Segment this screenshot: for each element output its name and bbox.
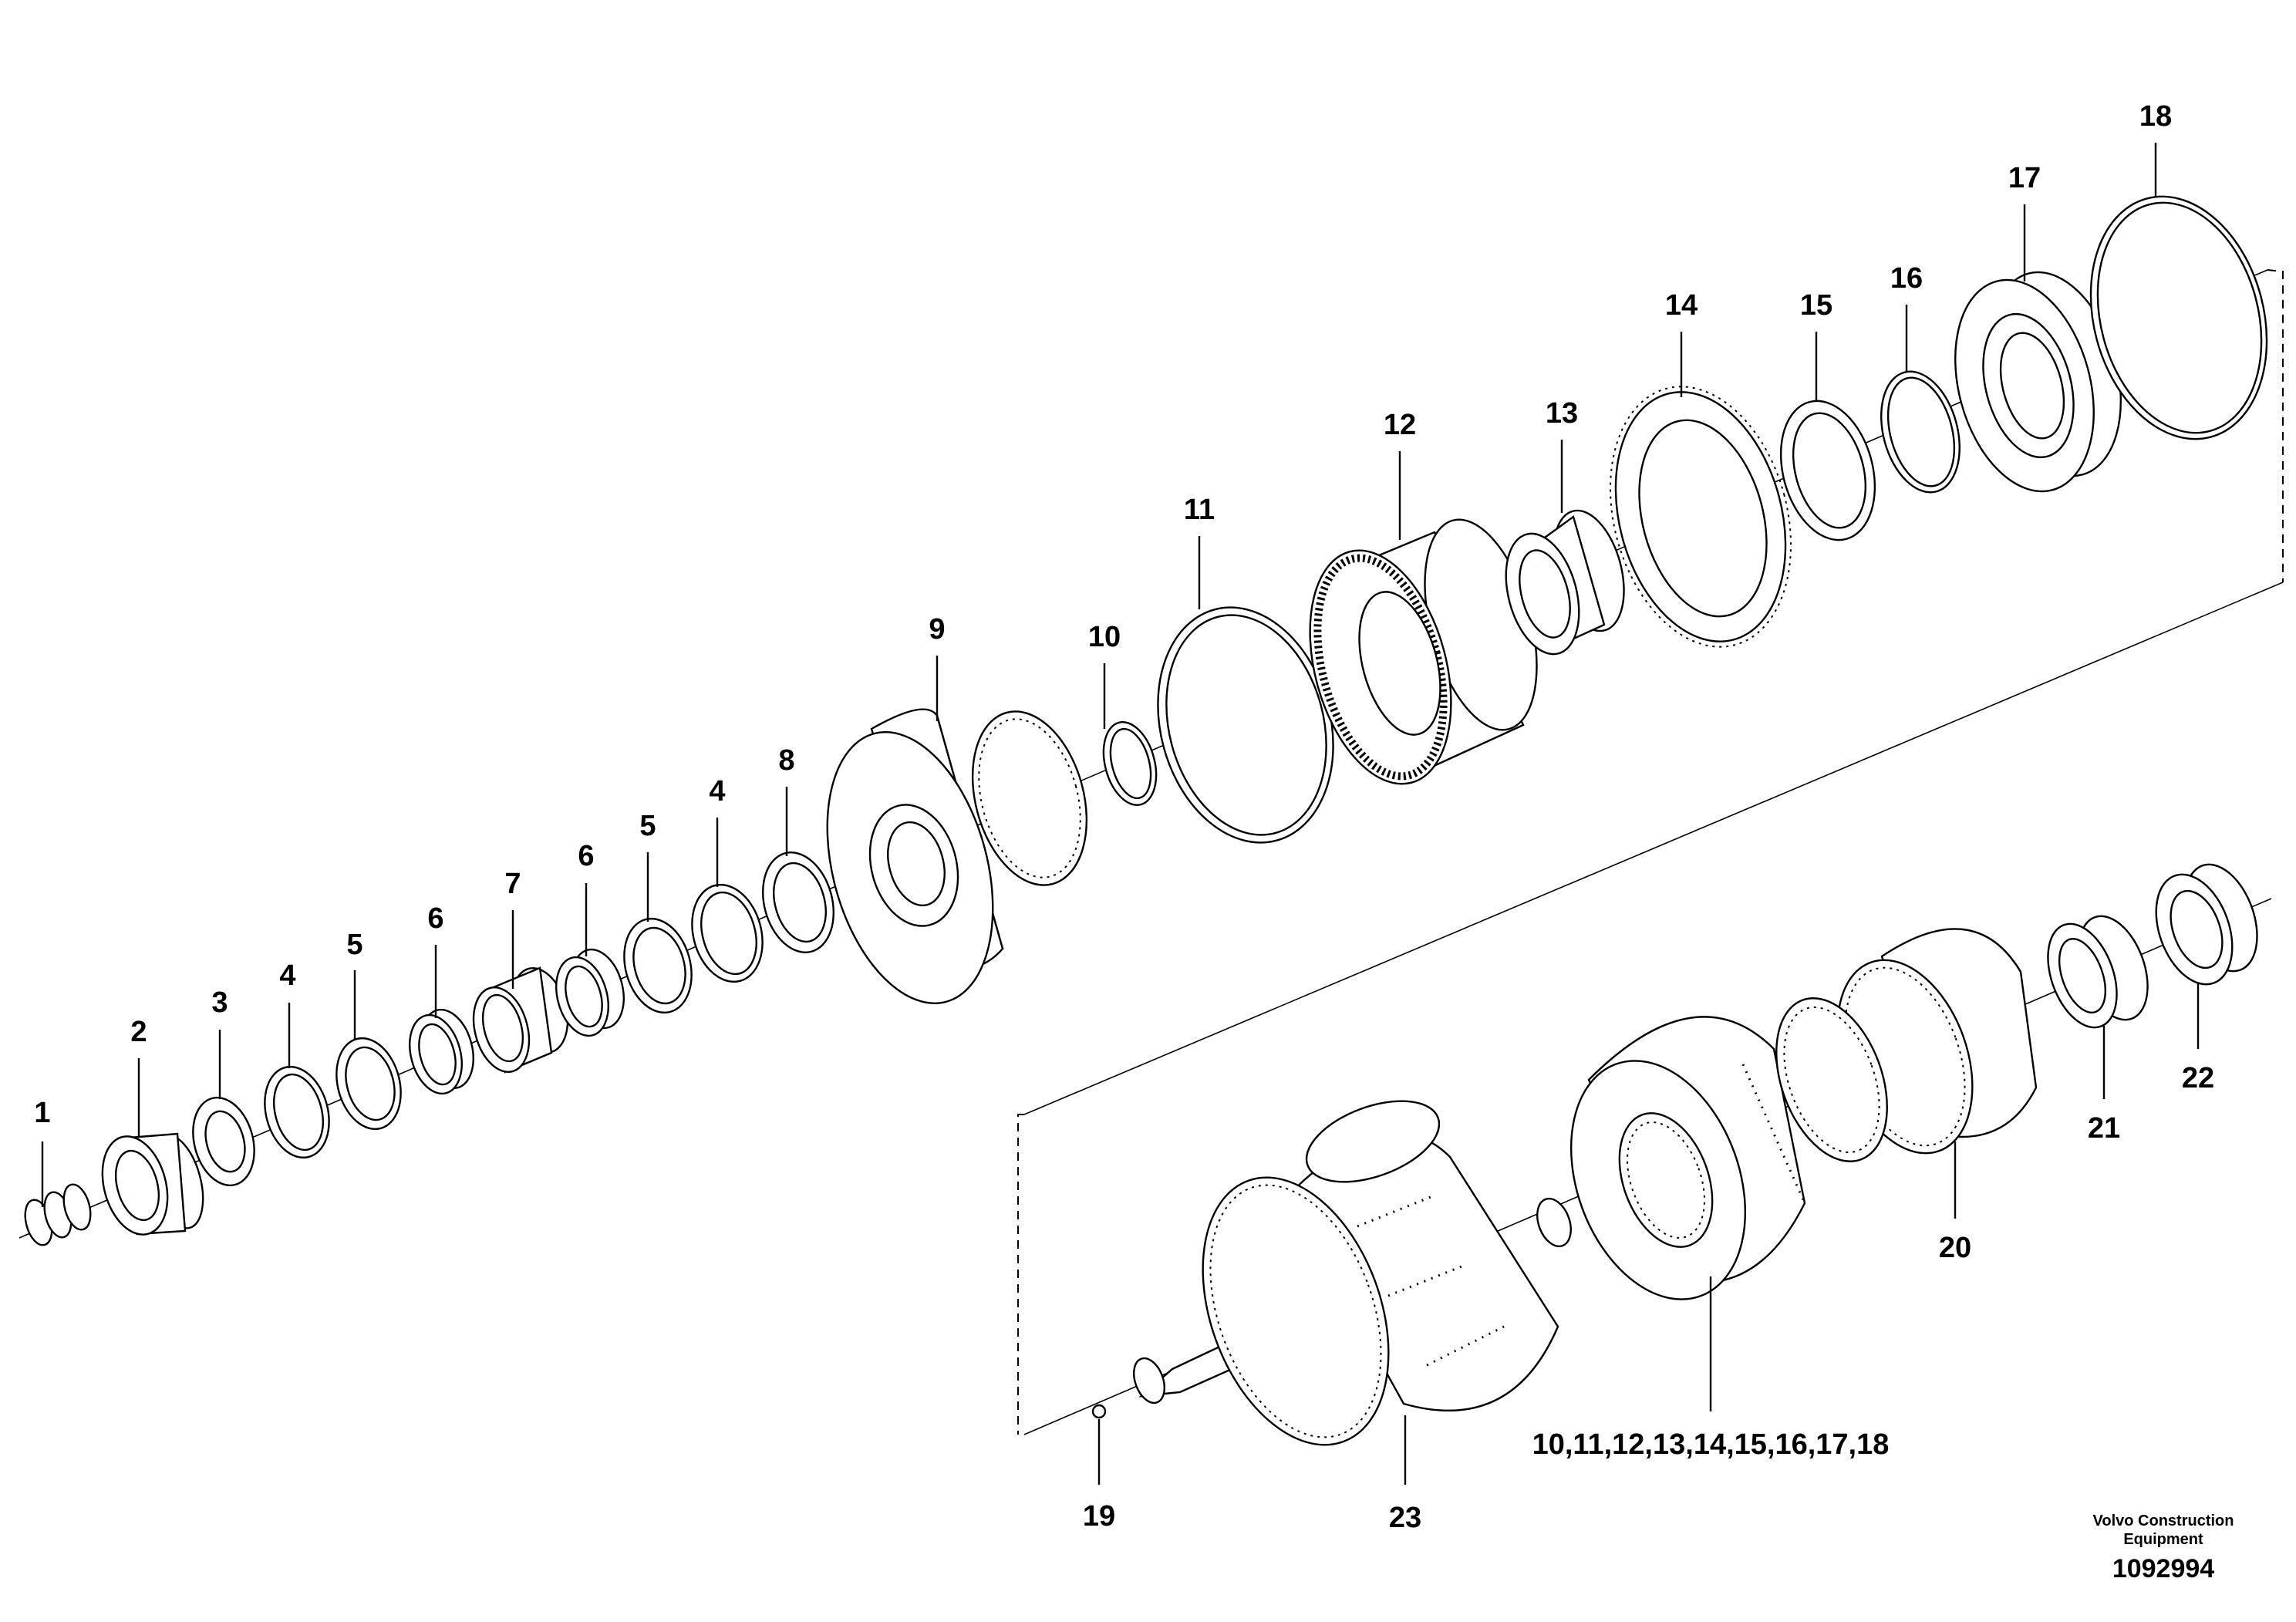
label-9: 9: [929, 613, 945, 646]
label-6b: 6: [578, 840, 594, 872]
dashed-connector: [1017, 269, 2284, 1435]
part-17-piston: [1954, 271, 2122, 493]
label-18: 18: [2139, 100, 2172, 133]
part-6a-bushing: [409, 1008, 474, 1095]
part-1-snap-rings: [24, 1183, 92, 1246]
part-16-o-ring: [1880, 370, 1961, 494]
part-21-bearing: [2047, 915, 2149, 1029]
label-13: 13: [1546, 397, 1578, 430]
label-14: 14: [1665, 289, 1698, 322]
part-22-bearing: [2155, 863, 2258, 986]
label-22: 22: [2182, 1062, 2214, 1094]
part-13-threaded-sleeve: [1505, 509, 1625, 656]
part-19-ball: [1091, 1404, 1107, 1419]
part-4a-ring: [264, 1065, 330, 1159]
leader-lines: [41, 143, 2200, 1485]
label-8: 8: [778, 744, 794, 777]
label-20: 20: [1939, 1232, 1971, 1264]
part-5a-washer: [335, 1037, 402, 1131]
footer-brand: Volvo Construction Equipment 1092994: [2093, 1512, 2234, 1583]
part-18-seal-ring: [2089, 195, 2268, 440]
label-21: 21: [2088, 1112, 2120, 1145]
assembly-10-18-drum: [1569, 1016, 1806, 1300]
label-15: 15: [1800, 289, 1832, 322]
label-17: 17: [2008, 162, 2041, 194]
part-4b-ring: [691, 883, 764, 983]
label-6a: 6: [427, 902, 443, 935]
label-12: 12: [1384, 409, 1416, 441]
part-23-clutch-drum: [1133, 1100, 1572, 1446]
brand-line-2: Equipment: [2123, 1531, 2203, 1548]
part-2-bearing: [101, 1132, 204, 1236]
part-11-large-ring: [1157, 606, 1334, 844]
part-15-washer: [1779, 400, 1876, 541]
part-5b-washer: [623, 917, 693, 1014]
part-6b-bushing: [555, 948, 625, 1037]
label-4a: 4: [279, 959, 295, 992]
label-4b: 4: [709, 775, 725, 808]
part-20-inner-hub: [1775, 928, 2038, 1162]
brand-line-1: Volvo Construction: [2093, 1512, 2234, 1529]
part-9-gear-hub: [826, 708, 1088, 1004]
label-16: 16: [1890, 262, 1923, 295]
label-5b: 5: [639, 810, 656, 842]
part-3-washer: [192, 1096, 255, 1187]
label-1: 1: [34, 1097, 50, 1129]
part-8-washer: [761, 851, 835, 953]
label-5a: 5: [346, 929, 362, 961]
part-labels: 1 2 3 4 5 6 7 6 5 4 8 9 10 11 12 13 14 1…: [34, 100, 2214, 1534]
label-10: 10: [1088, 621, 1121, 653]
label-3: 3: [211, 986, 228, 1019]
label-assembly-10-18: 10,11,12,13,14,15,16,17,18: [1532, 1428, 1890, 1461]
drawing-number: 1092994: [2112, 1554, 2214, 1583]
label-11: 11: [1184, 494, 1215, 526]
part-7-sleeve: [472, 966, 569, 1074]
label-7: 7: [504, 868, 521, 900]
label-23: 23: [1389, 1502, 1421, 1534]
label-2: 2: [130, 1016, 147, 1048]
part-10-snap-ring: [1102, 721, 1158, 806]
label-19: 19: [1083, 1500, 1115, 1533]
part-14-toothed-ring: [1610, 386, 1792, 648]
